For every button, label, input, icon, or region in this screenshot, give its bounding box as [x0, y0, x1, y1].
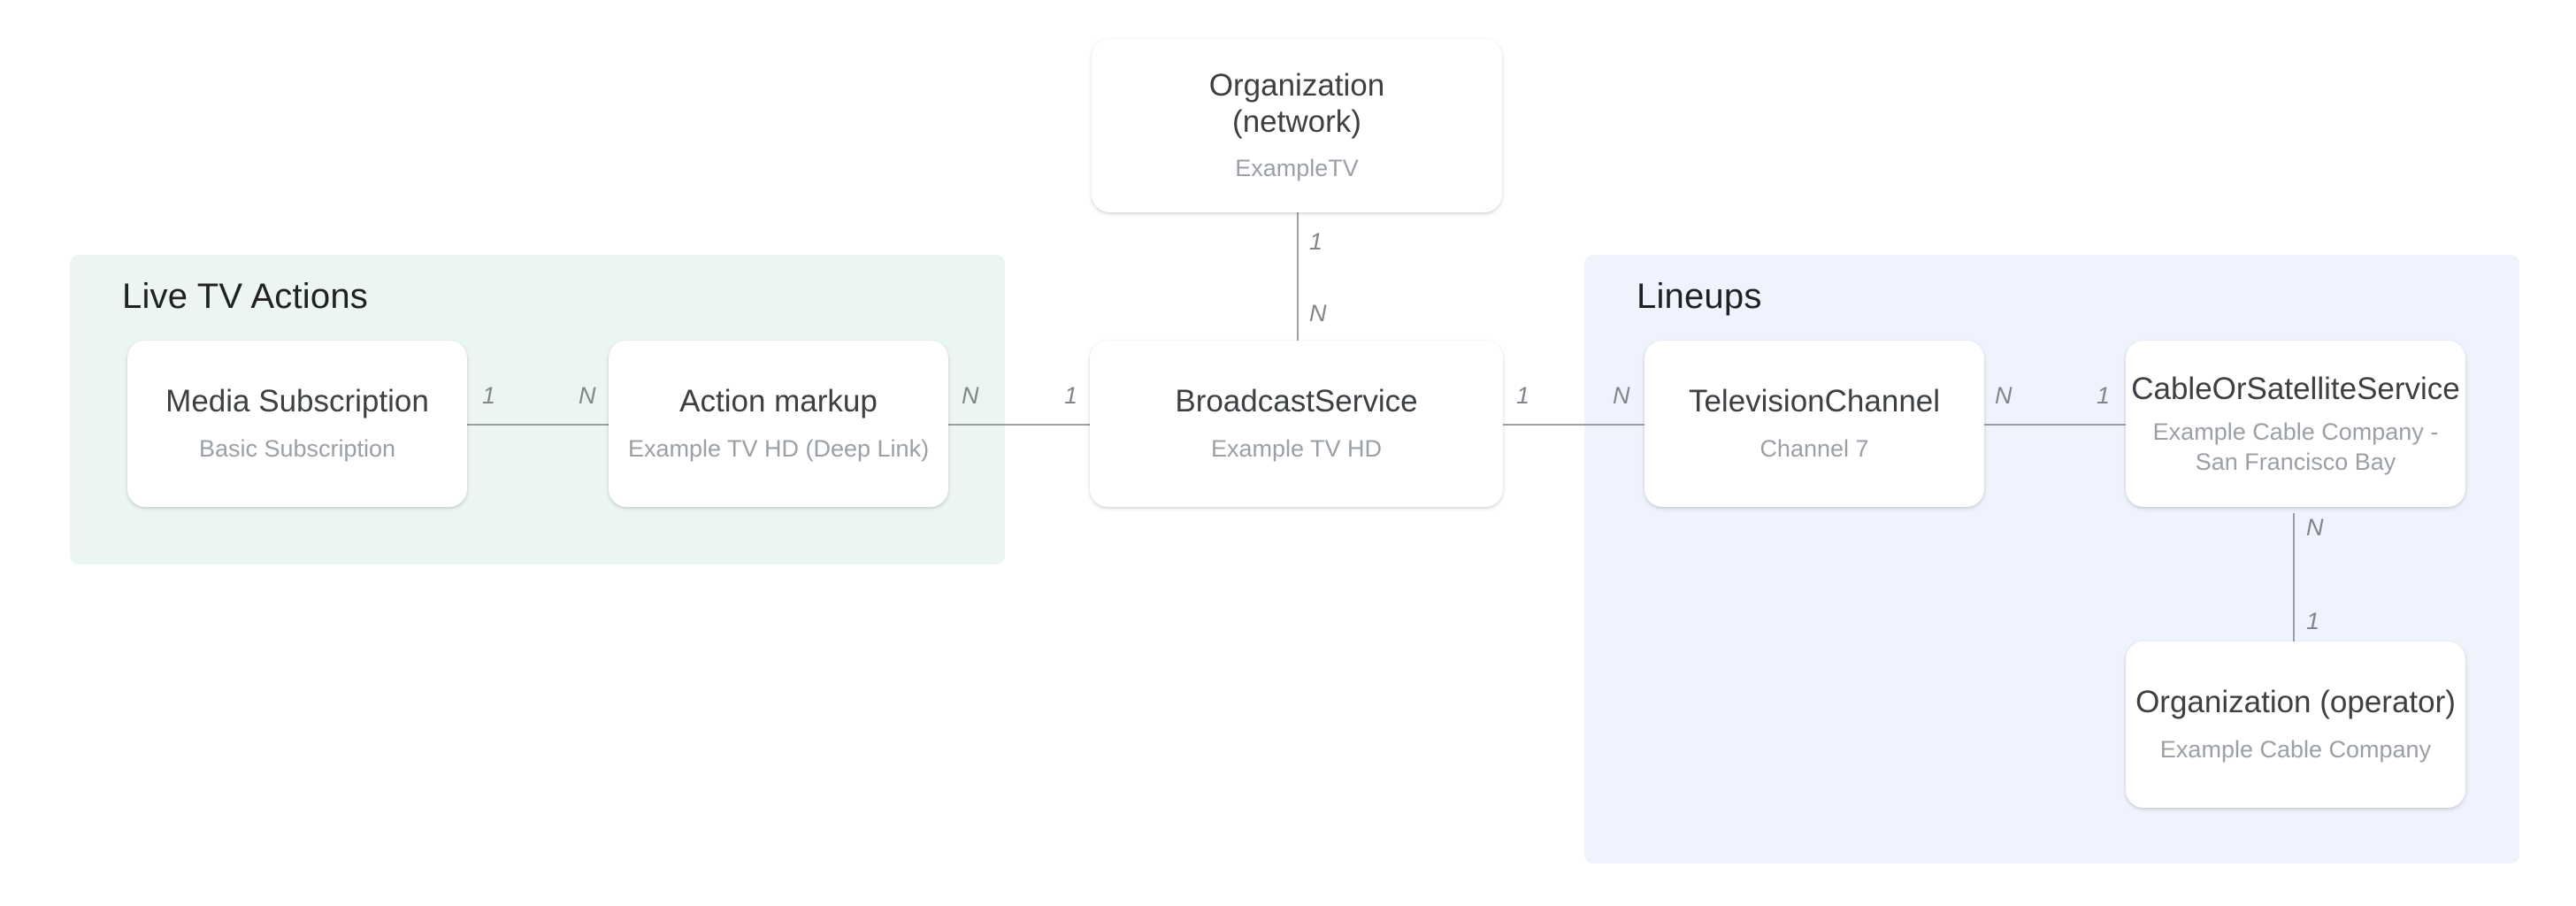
node-organization-operator[interactable]: Organization (operator) Example Cable Co… [2126, 641, 2465, 808]
node-organization-network[interactable]: Organization (network) ExampleTV [1092, 39, 1502, 212]
node-subtitle-television-channel: Channel 7 [1760, 434, 1869, 462]
group-title-live-tv-actions: Live TV Actions [122, 277, 368, 316]
node-subtitle-cable-or-satellite-service: Example Cable Company - San Francisco Ba… [2153, 418, 2439, 478]
cardinality-action-markup-to-broadcast-from: N [962, 382, 979, 409]
node-subtitle-organization-operator: Example Cable Company [2159, 735, 2432, 763]
connector-cable-service-to-org-operator [2293, 513, 2295, 644]
connector-org-network-to-broadcast [1297, 212, 1299, 343]
connector-action-markup-to-broadcast [948, 424, 1090, 426]
connector-tv-channel-to-cable-service [1984, 424, 2126, 426]
node-broadcast-service[interactable]: BroadcastService Example TV HD [1090, 341, 1503, 507]
node-television-channel[interactable]: TelevisionChannel Channel 7 [1644, 341, 1984, 507]
connector-broadcast-to-tv-channel [1503, 424, 1644, 426]
node-cable-or-satellite-service[interactable]: CableOrSatelliteService Example Cable Co… [2126, 341, 2465, 507]
cardinality-broadcast-to-tv-channel-from: 1 [1516, 382, 1530, 409]
node-title-cable-or-satellite-service: CableOrSatelliteService [2131, 371, 2460, 406]
cardinality-cable-service-to-org-operator-from: N [2306, 514, 2324, 541]
node-subtitle-action-markup: Example TV HD (Deep Link) [627, 434, 930, 462]
cardinality-broadcast-to-tv-channel-to: N [1613, 382, 1630, 409]
cardinality-media-sub-to-action-markup-to: N [579, 382, 596, 409]
connector-media-sub-to-action-markup [467, 424, 609, 426]
cardinality-org-network-to-broadcast-from: 1 [1309, 228, 1323, 255]
cardinality-media-sub-to-action-markup-from: 1 [482, 382, 496, 409]
node-title-line-2: (network) [1232, 104, 1361, 140]
node-title-television-channel: TelevisionChannel [1688, 384, 1941, 419]
node-title-line-1: Organization [1208, 67, 1385, 103]
node-subtitle-media-subscription: Basic Subscription [198, 434, 396, 462]
node-media-subscription[interactable]: Media Subscription Basic Subscription [127, 341, 467, 507]
cardinality-org-network-to-broadcast-to: N [1309, 300, 1327, 326]
node-subtitle-line-2: San Francisco Bay [2195, 448, 2396, 475]
node-subtitle-line-1: Example Cable Company - [2152, 418, 2439, 445]
node-title-organization-operator: Organization (operator) [2135, 685, 2456, 720]
node-title-media-subscription: Media Subscription [165, 384, 429, 419]
cardinality-cable-service-to-org-operator-to: 1 [2306, 608, 2320, 634]
cardinality-action-markup-to-broadcast-to: 1 [1064, 382, 1078, 409]
node-title-organization-network: Organization (network) [1209, 67, 1384, 141]
node-title-broadcast-service: BroadcastService [1175, 384, 1418, 419]
cardinality-tv-channel-to-cable-service-from: N [1995, 382, 2012, 409]
node-subtitle-broadcast-service: Example TV HD [1210, 434, 1383, 462]
node-title-action-markup: Action markup [679, 384, 878, 419]
cardinality-tv-channel-to-cable-service-to: 1 [2097, 382, 2111, 409]
node-action-markup[interactable]: Action markup Example TV HD (Deep Link) [609, 341, 948, 507]
group-title-lineups: Lineups [1637, 277, 1762, 316]
node-subtitle-organization-network: ExampleTV [1235, 155, 1359, 182]
